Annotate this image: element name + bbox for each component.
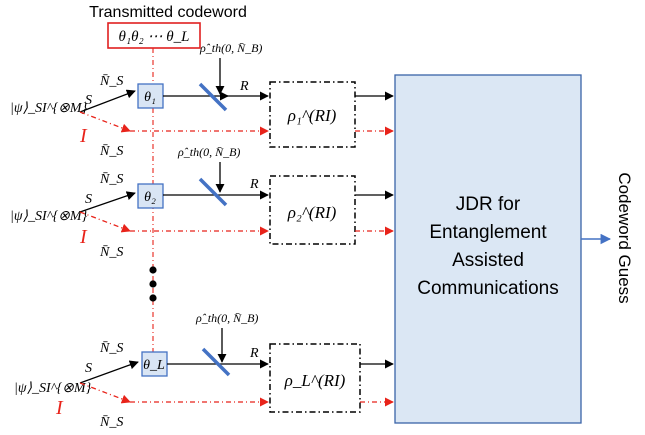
phase-label: θ₂ [144, 190, 156, 205]
idler-power: N̄_S [99, 245, 123, 260]
idler-label: I [79, 125, 88, 147]
thermal-label: ρ̂_th(0, N̄_B) [177, 145, 240, 159]
signal-arrow [79, 191, 136, 213]
phase-box [141, 351, 168, 377]
channel-row-1: |ψ⟩_SI^{⊗M} N̄_S S I N̄_S θ₁ ρ̂_th(0, N̄… [10, 41, 394, 159]
idler-power: N̄_S [99, 144, 123, 159]
signal-power: N̄_S [99, 172, 123, 187]
idler-arrow [79, 111, 131, 133]
signal-label: S [85, 93, 92, 108]
jdr-label-line-2: Entanglement [429, 222, 547, 243]
thermal-label: ρ̂_th(0, N̄_B) [195, 311, 258, 325]
jdr-receiver-box [394, 74, 582, 424]
output-label: Codeword Guess [615, 172, 634, 303]
state-label: ρ_L^(RI) [284, 371, 346, 390]
idler-power: N̄_S [99, 415, 123, 430]
idler-label: I [79, 226, 88, 248]
ellipsis-dot [149, 294, 157, 302]
jdr-label-line-1: JDR for [456, 194, 521, 215]
codeword-text: θ₁θ₂ ⋯ θ_L [119, 29, 190, 45]
thermal-label: ρ̂_th(0, N̄_B) [199, 41, 262, 55]
ellipsis-dot [149, 266, 157, 274]
signal-power: N̄_S [99, 341, 123, 356]
signal-arrow [79, 89, 136, 113]
input-state: |ψ⟩_SI^{⊗M} [10, 101, 88, 116]
codeword-box [107, 22, 201, 49]
channel-row-2: |ψ⟩_SI^{⊗M} N̄_S S I N̄_S θ₂ ρ̂_th(0, N̄… [10, 145, 394, 260]
received-label: R [249, 177, 259, 192]
phase-box [137, 183, 164, 209]
beamsplitter [198, 82, 228, 112]
phase-label: θ_L [143, 358, 165, 373]
input-state: |ψ⟩_SI^{⊗M} [14, 381, 92, 396]
signal-label: S [85, 192, 92, 207]
state-box [269, 343, 361, 413]
idler-arrow [79, 211, 131, 233]
state-label: ρ₂^(RI) [287, 203, 337, 222]
ellipsis-dot [149, 280, 157, 288]
beamsplitter [201, 347, 231, 377]
signal-power: N̄_S [99, 74, 123, 89]
state-label: ρ₁^(RI) [287, 106, 337, 125]
signal-label: S [85, 361, 92, 376]
state-box [269, 175, 356, 245]
input-state: |ψ⟩_SI^{⊗M} [10, 209, 88, 224]
channel-row-L: |ψ⟩_SI^{⊗M} N̄_S S I N̄_S θ_L ρ̂_th(0, N… [14, 311, 394, 430]
jdr-label-line-3: Assisted [452, 250, 524, 271]
idler-arrow [79, 382, 131, 404]
phase-label: θ₁ [144, 90, 156, 105]
signal-arrow [79, 360, 139, 384]
header-title: Transmitted codeword [89, 4, 247, 21]
received-label: R [249, 346, 259, 361]
state-box [269, 81, 356, 148]
beamsplitter [198, 177, 228, 207]
idler-label: I [55, 397, 64, 419]
received-label: R [239, 79, 249, 94]
jdr-label-line-4: Communications [417, 278, 559, 299]
